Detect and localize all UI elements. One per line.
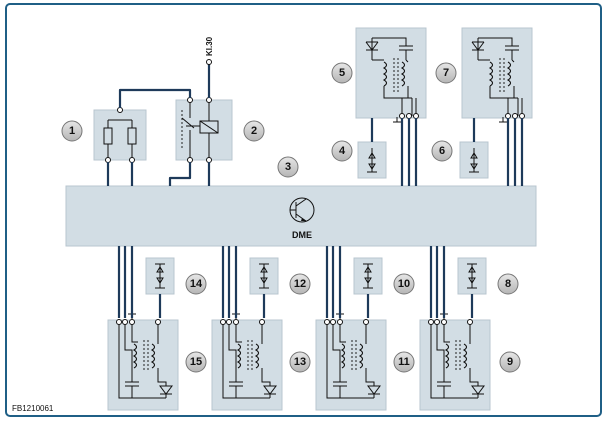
spark-plug-10 (353, 257, 383, 295)
svg-text:15: 15 (190, 356, 202, 368)
callout-7: 7 (435, 62, 457, 84)
svg-text:14: 14 (190, 278, 203, 290)
dme-control-unit (65, 185, 537, 247)
transistor-icon (289, 197, 315, 223)
callout-11: 11 (393, 351, 415, 373)
ignition-coil-15 (108, 314, 178, 410)
svg-text:5: 5 (339, 67, 345, 79)
spark-plug-8 (457, 257, 487, 295)
fuse-block (93, 107, 147, 163)
callout-14: 14 (185, 273, 207, 295)
callout-15: 15 (185, 351, 207, 373)
ignition-coil-7 (462, 28, 532, 122)
svg-text:2: 2 (251, 125, 257, 137)
svg-text:4: 4 (339, 145, 346, 157)
svg-text:11: 11 (398, 356, 410, 368)
ignition-coil-5 (356, 28, 426, 122)
svg-text:10: 10 (398, 278, 410, 290)
main-relay (175, 97, 233, 163)
callout-5: 5 (331, 62, 353, 84)
svg-text:1: 1 (69, 125, 75, 137)
svg-text:13: 13 (294, 356, 306, 368)
svg-text:6: 6 (439, 145, 445, 157)
callout-12: 12 (289, 273, 311, 295)
spark-plug-14 (145, 257, 175, 295)
callout-13: 13 (289, 351, 311, 373)
spark-plug-4 (357, 141, 387, 179)
ignition-coil-13 (212, 314, 282, 410)
ignition-coil-11 (316, 314, 386, 410)
svg-text:9: 9 (507, 356, 513, 368)
callout-1: 1 (61, 120, 83, 142)
callout-4: 4 (331, 140, 353, 162)
callout-8: 8 (497, 273, 519, 295)
dme-label: DME (292, 230, 312, 240)
ignition-coil-9 (420, 314, 490, 410)
callout-9: 9 (499, 351, 521, 373)
svg-text:7: 7 (443, 67, 449, 79)
supply-terminal (206, 59, 212, 65)
supply-label: Kl.30 (205, 36, 214, 56)
svg-text:3: 3 (285, 161, 291, 173)
callout-10: 10 (393, 273, 415, 295)
spark-plug-6 (459, 141, 489, 179)
spark-plug-12 (249, 257, 279, 295)
callout-3: 3 (277, 156, 299, 178)
figure-id: FB1210061 (12, 404, 54, 413)
callout-6: 6 (431, 140, 453, 162)
svg-text:8: 8 (505, 278, 511, 290)
callout-2: 2 (243, 120, 265, 142)
svg-text:12: 12 (294, 278, 306, 290)
